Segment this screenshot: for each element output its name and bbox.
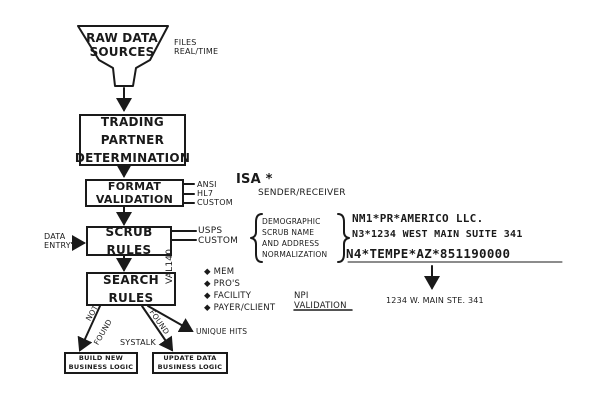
demographic-text: DEMOGRAPHIC SCRUB NAME AND ADDRESS NORMA… — [262, 217, 328, 259]
diamond-icon: ◆ — [204, 303, 214, 313]
left-brace — [250, 213, 263, 263]
record-n4: N4*TEMPE*AZ*851190000 — [346, 246, 511, 261]
right-brace — [337, 213, 350, 263]
update-data-logic-box[interactable]: UPDATE DATA BUSINESS LOGIC — [152, 352, 228, 374]
diamond-icon: ◆ — [204, 291, 214, 301]
search-option-payer: ◆ PAYER/CLIENT — [204, 303, 276, 313]
funnel-side-label: FILES REAL/TIME — [174, 38, 219, 56]
data-entry-label: DATA ENTRY — [44, 232, 71, 250]
trading-partner-box[interactable]: TRADING PARTNER DETERMINATION — [74, 114, 191, 166]
systalk-label: SYSTALK — [120, 338, 156, 347]
scrub-rules-box[interactable]: SCRUB RULES — [86, 225, 172, 257]
format-options: ANSI HL7 CUSTOM — [197, 180, 233, 207]
search-option-pros: ◆ PRO'S — [204, 279, 241, 289]
format-validation-box[interactable]: FORMAT VALIDATION — [85, 179, 184, 207]
search-options: ◆ MEM ◆ PRO'S ◆ FACILITY ◆ PAYER/CLIENT — [204, 266, 275, 314]
funnel-label: RAW DATA SOURCES — [86, 31, 158, 59]
arrow-found — [141, 305, 174, 352]
val140-label: VAL140 — [165, 248, 175, 284]
build-business-logic-box[interactable]: BUILD NEW BUSINESS LOGIC — [64, 352, 138, 374]
isa-title: ISA * — [236, 172, 273, 187]
search-rules-box[interactable]: SEARCH RULES — [86, 272, 176, 306]
arrow-not-found — [77, 305, 101, 352]
search-option-mem: ◆ MEM — [204, 267, 235, 277]
isa-subtitle: SENDER/RECEIVER — [258, 188, 346, 198]
unique-hits-label: UNIQUE HITS — [196, 327, 248, 336]
record-n3: N3*1234 WEST MAIN SUITE 341 — [352, 229, 523, 240]
diamond-icon: ◆ — [204, 279, 214, 289]
arrow-unique-hits — [147, 305, 194, 333]
funnel-shape — [77, 25, 169, 87]
search-option-facility: ◆ FACILITY — [204, 291, 252, 301]
record-nm1: NM1*PR*AMERICO LLC. — [352, 212, 484, 225]
normalized-address: 1234 W. MAIN STE. 341 — [386, 296, 484, 305]
diamond-icon: ◆ — [204, 267, 214, 277]
npi-validation: NPI VALIDATION — [294, 291, 347, 311]
scrub-options: USPS CUSTOM — [198, 226, 239, 246]
